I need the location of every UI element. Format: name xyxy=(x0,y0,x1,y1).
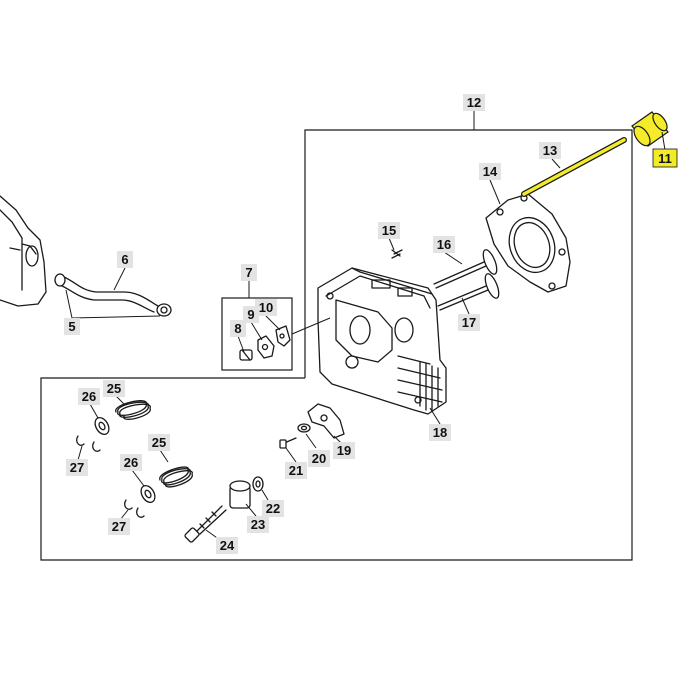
cylinder-head-part-18 xyxy=(317,267,447,415)
callout-19: 19 xyxy=(333,442,355,459)
keeper-part-27-upper xyxy=(76,435,101,452)
callout-25-lower: 25 xyxy=(148,434,170,451)
breather-tube-part-6 xyxy=(54,273,172,317)
gasket-part-14 xyxy=(485,193,571,293)
svg-text:8: 8 xyxy=(234,321,241,336)
bolt-part-24 xyxy=(184,505,227,543)
callout-16: 16 xyxy=(433,236,455,253)
callout-21: 21 xyxy=(285,462,307,479)
svg-text:15: 15 xyxy=(382,223,396,238)
svg-text:23: 23 xyxy=(251,517,265,532)
callout-26-lower: 26 xyxy=(120,454,142,471)
callout-20: 20 xyxy=(308,450,330,467)
screw-part-8 xyxy=(239,349,253,361)
svg-text:21: 21 xyxy=(289,463,303,478)
callout-11: 11 xyxy=(652,148,678,168)
valve-part-16 xyxy=(433,249,498,289)
spring-part-25-upper xyxy=(115,400,151,420)
callout-13: 13 xyxy=(539,142,561,159)
spring-part-25-lower xyxy=(159,466,193,488)
svg-text:5: 5 xyxy=(68,319,75,334)
svg-text:25: 25 xyxy=(107,381,121,396)
svg-text:24: 24 xyxy=(220,538,235,553)
svg-text:16: 16 xyxy=(437,237,451,252)
callout-24: 24 xyxy=(216,537,238,554)
callout-14: 14 xyxy=(479,163,501,180)
retainer-part-26-upper xyxy=(94,416,110,436)
bracket-part-9 xyxy=(257,335,275,359)
plate-part-10 xyxy=(275,325,291,347)
svg-text:18: 18 xyxy=(433,425,447,440)
svg-text:17: 17 xyxy=(462,315,476,330)
svg-text:22: 22 xyxy=(266,501,280,516)
washer-part-22 xyxy=(252,476,264,492)
svg-text:26: 26 xyxy=(124,455,138,470)
callout-23: 23 xyxy=(247,516,269,533)
svg-text:27: 27 xyxy=(70,460,84,475)
pin-part-15 xyxy=(391,249,403,259)
push-rod-part-13 xyxy=(521,137,627,197)
tappet-part-23 xyxy=(229,480,251,509)
callout-27-upper: 27 xyxy=(66,459,88,476)
bolt-part-21 xyxy=(279,437,297,449)
valve-part-17 xyxy=(437,273,500,311)
leader-lines xyxy=(65,111,666,541)
svg-text:6: 6 xyxy=(121,252,128,267)
retainer-part-26-lower xyxy=(140,484,156,504)
engine-block-fragment xyxy=(0,195,47,307)
sleeve-part-11 xyxy=(631,111,669,147)
svg-text:13: 13 xyxy=(543,143,557,158)
callout-6: 6 xyxy=(117,251,133,268)
callout-10: 10 xyxy=(255,299,277,316)
callout-17: 17 xyxy=(458,314,480,331)
callout-18: 18 xyxy=(429,424,451,441)
callout-27-lower: 27 xyxy=(108,518,130,535)
washer-part-20 xyxy=(297,423,311,433)
svg-text:9: 9 xyxy=(247,307,254,322)
callout-22: 22 xyxy=(262,500,284,517)
svg-text:27: 27 xyxy=(112,519,126,534)
svg-text:25: 25 xyxy=(152,435,166,450)
svg-text:19: 19 xyxy=(337,443,351,458)
svg-text:11: 11 xyxy=(658,151,672,166)
svg-text:10: 10 xyxy=(259,300,273,315)
svg-text:7: 7 xyxy=(245,265,252,280)
callout-15: 15 xyxy=(378,222,400,239)
assembly-frame-12 xyxy=(40,129,633,561)
svg-text:14: 14 xyxy=(483,164,498,179)
callout-7: 7 xyxy=(241,264,257,281)
callout-8: 8 xyxy=(230,320,246,337)
callout-12: 12 xyxy=(463,94,485,111)
callout-26-upper: 26 xyxy=(78,388,100,405)
keeper-part-27-lower xyxy=(124,499,145,518)
callout-25-upper: 25 xyxy=(103,380,125,397)
rocker-arm-part-19 xyxy=(307,403,345,439)
callout-5: 5 xyxy=(64,318,80,335)
svg-text:12: 12 xyxy=(467,95,481,110)
svg-text:20: 20 xyxy=(312,451,326,466)
svg-text:26: 26 xyxy=(82,389,96,404)
